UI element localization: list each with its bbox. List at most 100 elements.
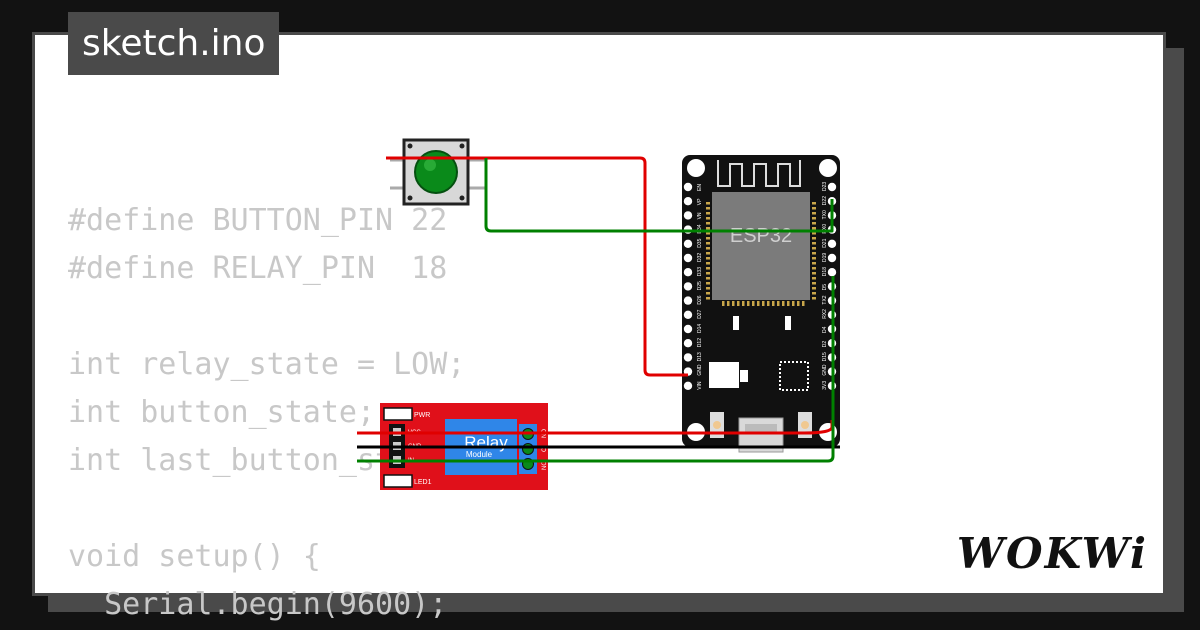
esp32-pin-d35[interactable] <box>683 239 693 248</box>
chip-pad <box>812 247 816 250</box>
chip-pad <box>706 292 710 295</box>
esp32-pin-label: TX0 <box>822 210 828 219</box>
chip-pad <box>742 301 745 306</box>
chip-pad <box>782 301 785 306</box>
chip-pad <box>812 272 816 275</box>
chip-pad <box>706 257 710 260</box>
chip-pad <box>812 292 816 295</box>
chip-pad <box>706 212 710 215</box>
esp32-pin-d13[interactable] <box>683 353 693 362</box>
chip-pad <box>706 227 710 230</box>
esp32-pin-label: VIN <box>697 381 703 390</box>
chip-pad <box>777 301 780 306</box>
chip-pad <box>706 262 710 265</box>
relay-subtitle: Module <box>466 450 493 459</box>
code-line: Serial.begin(9600); <box>68 587 448 622</box>
esp32-pin-label: D5 <box>822 284 828 291</box>
chip-pad <box>706 242 710 245</box>
chip-pad <box>722 301 725 306</box>
esp32-board[interactable]: ESP32 ENVPVND34D35D32D33D25D26D27D14D12D… <box>682 155 840 453</box>
esp32-pin-label: D12 <box>697 338 703 347</box>
code-preview: #define BUTTON_PIN 22 #define RELAY_PIN 1… <box>68 197 465 629</box>
esp32-pin-label: D4 <box>822 326 828 333</box>
chip-pad <box>757 301 760 306</box>
esp32-pin-label: 3V3 <box>822 381 828 390</box>
esp32-pin-vp[interactable] <box>683 197 693 206</box>
chip-pad <box>706 237 710 240</box>
chip-pad <box>706 202 710 205</box>
chip-pad <box>812 282 816 285</box>
esp32-pin-vin[interactable] <box>683 381 693 390</box>
wire-red-button <box>386 156 688 377</box>
chip-pad <box>706 247 710 250</box>
chip-pad <box>787 301 790 306</box>
chip-pad <box>812 287 816 290</box>
chip-pad <box>706 272 710 275</box>
esp32-pin-d32[interactable] <box>683 253 693 263</box>
chip-pad <box>812 202 816 205</box>
esp32-pin-label: GND <box>697 364 703 376</box>
esp32-pin-d23[interactable] <box>827 182 837 192</box>
esp32-pin-label: D22 <box>822 196 828 205</box>
esp32-pin-label: D18 <box>822 267 828 276</box>
chip-pad <box>727 301 730 306</box>
chip-pad <box>706 222 710 225</box>
code-line: void setup() { <box>68 539 321 574</box>
esp32-pin-label: D35 <box>697 238 703 247</box>
chip-pad <box>706 297 710 300</box>
esp32-pin-label: D14 <box>697 324 703 333</box>
esp32-pin-d27[interactable] <box>683 310 693 319</box>
esp32-pin-en[interactable] <box>683 182 693 192</box>
chip-pad <box>752 301 755 306</box>
chip-pad <box>706 277 710 280</box>
chip-pad <box>812 297 816 300</box>
chip-pad <box>812 207 816 210</box>
esp32-pin-label: RX2 <box>822 309 828 319</box>
chip-pad <box>706 287 710 290</box>
chip-pad <box>772 301 775 306</box>
esp32-pin-label: D2 <box>822 341 828 348</box>
relay-pwr-label: PWR <box>414 412 430 419</box>
file-title: sketch.ino <box>68 12 280 75</box>
chip-pad <box>762 301 765 306</box>
pushbutton[interactable] <box>390 138 486 206</box>
chip-pad <box>732 301 735 306</box>
wires <box>357 156 840 463</box>
esp32-pin-label: D25 <box>697 281 703 290</box>
code-line: int button_state; <box>68 395 376 430</box>
esp32-pin-label: RX0 <box>822 224 828 234</box>
chip-pad <box>812 242 816 245</box>
esp32-pin-vn[interactable] <box>683 211 693 220</box>
esp32-pin-label: D33 <box>697 267 703 276</box>
esp32-pin-label: EN <box>697 184 703 191</box>
esp32-pin-label: D26 <box>697 295 703 304</box>
esp32-pin-d18[interactable] <box>827 268 837 277</box>
wire-green-relay <box>357 276 835 463</box>
chip-pad <box>706 267 710 270</box>
chip-pad <box>812 227 816 230</box>
esp32-label: ESP32 <box>730 225 792 247</box>
code-line: #define BUTTON_PIN 22 <box>68 203 448 238</box>
esp32-pin-d26[interactable] <box>683 296 693 305</box>
esp32-pin-label: D32 <box>697 253 703 262</box>
esp32-pin-label: D27 <box>697 309 703 318</box>
esp32-pin-d12[interactable] <box>683 339 693 348</box>
code-line: #define RELAY_PIN 18 <box>68 251 448 286</box>
project-preview-card: #define BUTTON_PIN 22 #define RELAY_PIN 1… <box>32 32 1166 622</box>
esp32-pin-d19[interactable] <box>827 253 837 263</box>
esp32-pin-d25[interactable] <box>683 282 693 291</box>
chip-pad <box>812 237 816 240</box>
esp32-pin-label: GND <box>822 364 828 376</box>
voltage-regulator <box>709 362 739 388</box>
esp32-pin-d14[interactable] <box>683 324 693 334</box>
chip-pad <box>706 217 710 220</box>
chip-pad <box>706 282 710 285</box>
chip-pad <box>812 252 816 255</box>
esp32-pin-d21[interactable] <box>827 239 837 248</box>
chip-pad <box>802 301 805 306</box>
esp32-pin-label: TX2 <box>822 295 828 304</box>
chip-pad <box>747 301 750 306</box>
esp32-pin-label: D19 <box>822 253 828 262</box>
chip-pad <box>812 212 816 215</box>
esp32-pin-d33[interactable] <box>683 268 693 277</box>
